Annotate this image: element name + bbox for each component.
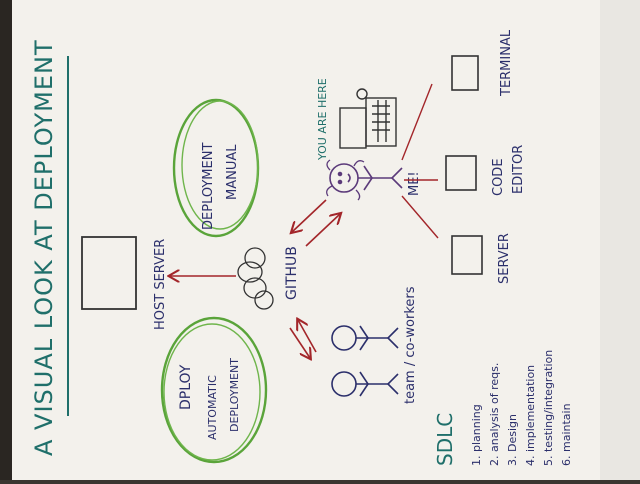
terminal-box	[451, 55, 479, 91]
deployment-manual-label-2: MANUAL	[225, 144, 240, 200]
sdlc-step: 2. analysis of reqs.	[488, 363, 501, 466]
paper-shadow-left	[0, 0, 14, 480]
team-person-icon	[331, 325, 399, 351]
arrow-github-to-team	[289, 327, 310, 358]
me-label: ME!	[407, 171, 422, 196]
code-editor-box	[445, 155, 477, 191]
page-title: A VISUAL LOOK AT DEPLOYMENT	[30, 39, 58, 456]
dploy-label: DPLOY	[178, 364, 194, 410]
sdlc-list: SDLC 1. planning 2. analysis of reqs. 3.…	[433, 350, 573, 466]
code-editor-label-1: CODE	[491, 158, 506, 196]
host-server-label: HOST SERVER	[153, 239, 168, 330]
host-server-box	[81, 236, 137, 310]
team-person-icon-2	[331, 371, 399, 397]
sdlc-step: 4. implementation	[524, 365, 537, 466]
arrow-me-to-github	[292, 199, 327, 232]
line-me-to-terminal	[401, 83, 433, 161]
github-label: GITHUB	[284, 246, 300, 300]
deployment-manual-label-1: DEPLOYMENT	[201, 143, 216, 230]
paper-sheet	[12, 0, 640, 480]
dploy-circle	[160, 316, 268, 464]
dploy-deployment-label: DEPLOYMENT	[228, 358, 241, 432]
sdlc-step: 6. maintain	[560, 403, 573, 466]
arrow-team-to-github	[298, 320, 317, 353]
line-me-to-server	[401, 195, 439, 239]
code-editor-label-2: EDITOR	[511, 145, 526, 194]
laptop-icon	[339, 88, 397, 149]
me-person-icon	[326, 159, 403, 201]
arrow-github-to-me	[305, 214, 340, 247]
dploy-automatic-label: AUTOMATIC	[206, 375, 219, 440]
server-box	[451, 235, 483, 275]
sdlc-step: 5. testing/integration	[542, 350, 555, 466]
server-label: SERVER	[497, 233, 512, 284]
you-are-here-label: YOU ARE HERE	[316, 78, 329, 161]
sdlc-step: 3. Design	[506, 414, 519, 466]
team-label: team / co-workers	[403, 286, 418, 404]
sdlc-step: 1. planning	[470, 404, 483, 466]
title-group: A VISUAL LOOK AT DEPLOYMENT	[30, 39, 69, 456]
sdlc-heading: SDLC	[433, 413, 457, 466]
github-cloud-icon	[237, 247, 274, 310]
terminal-label: TERMINAL	[499, 29, 514, 97]
